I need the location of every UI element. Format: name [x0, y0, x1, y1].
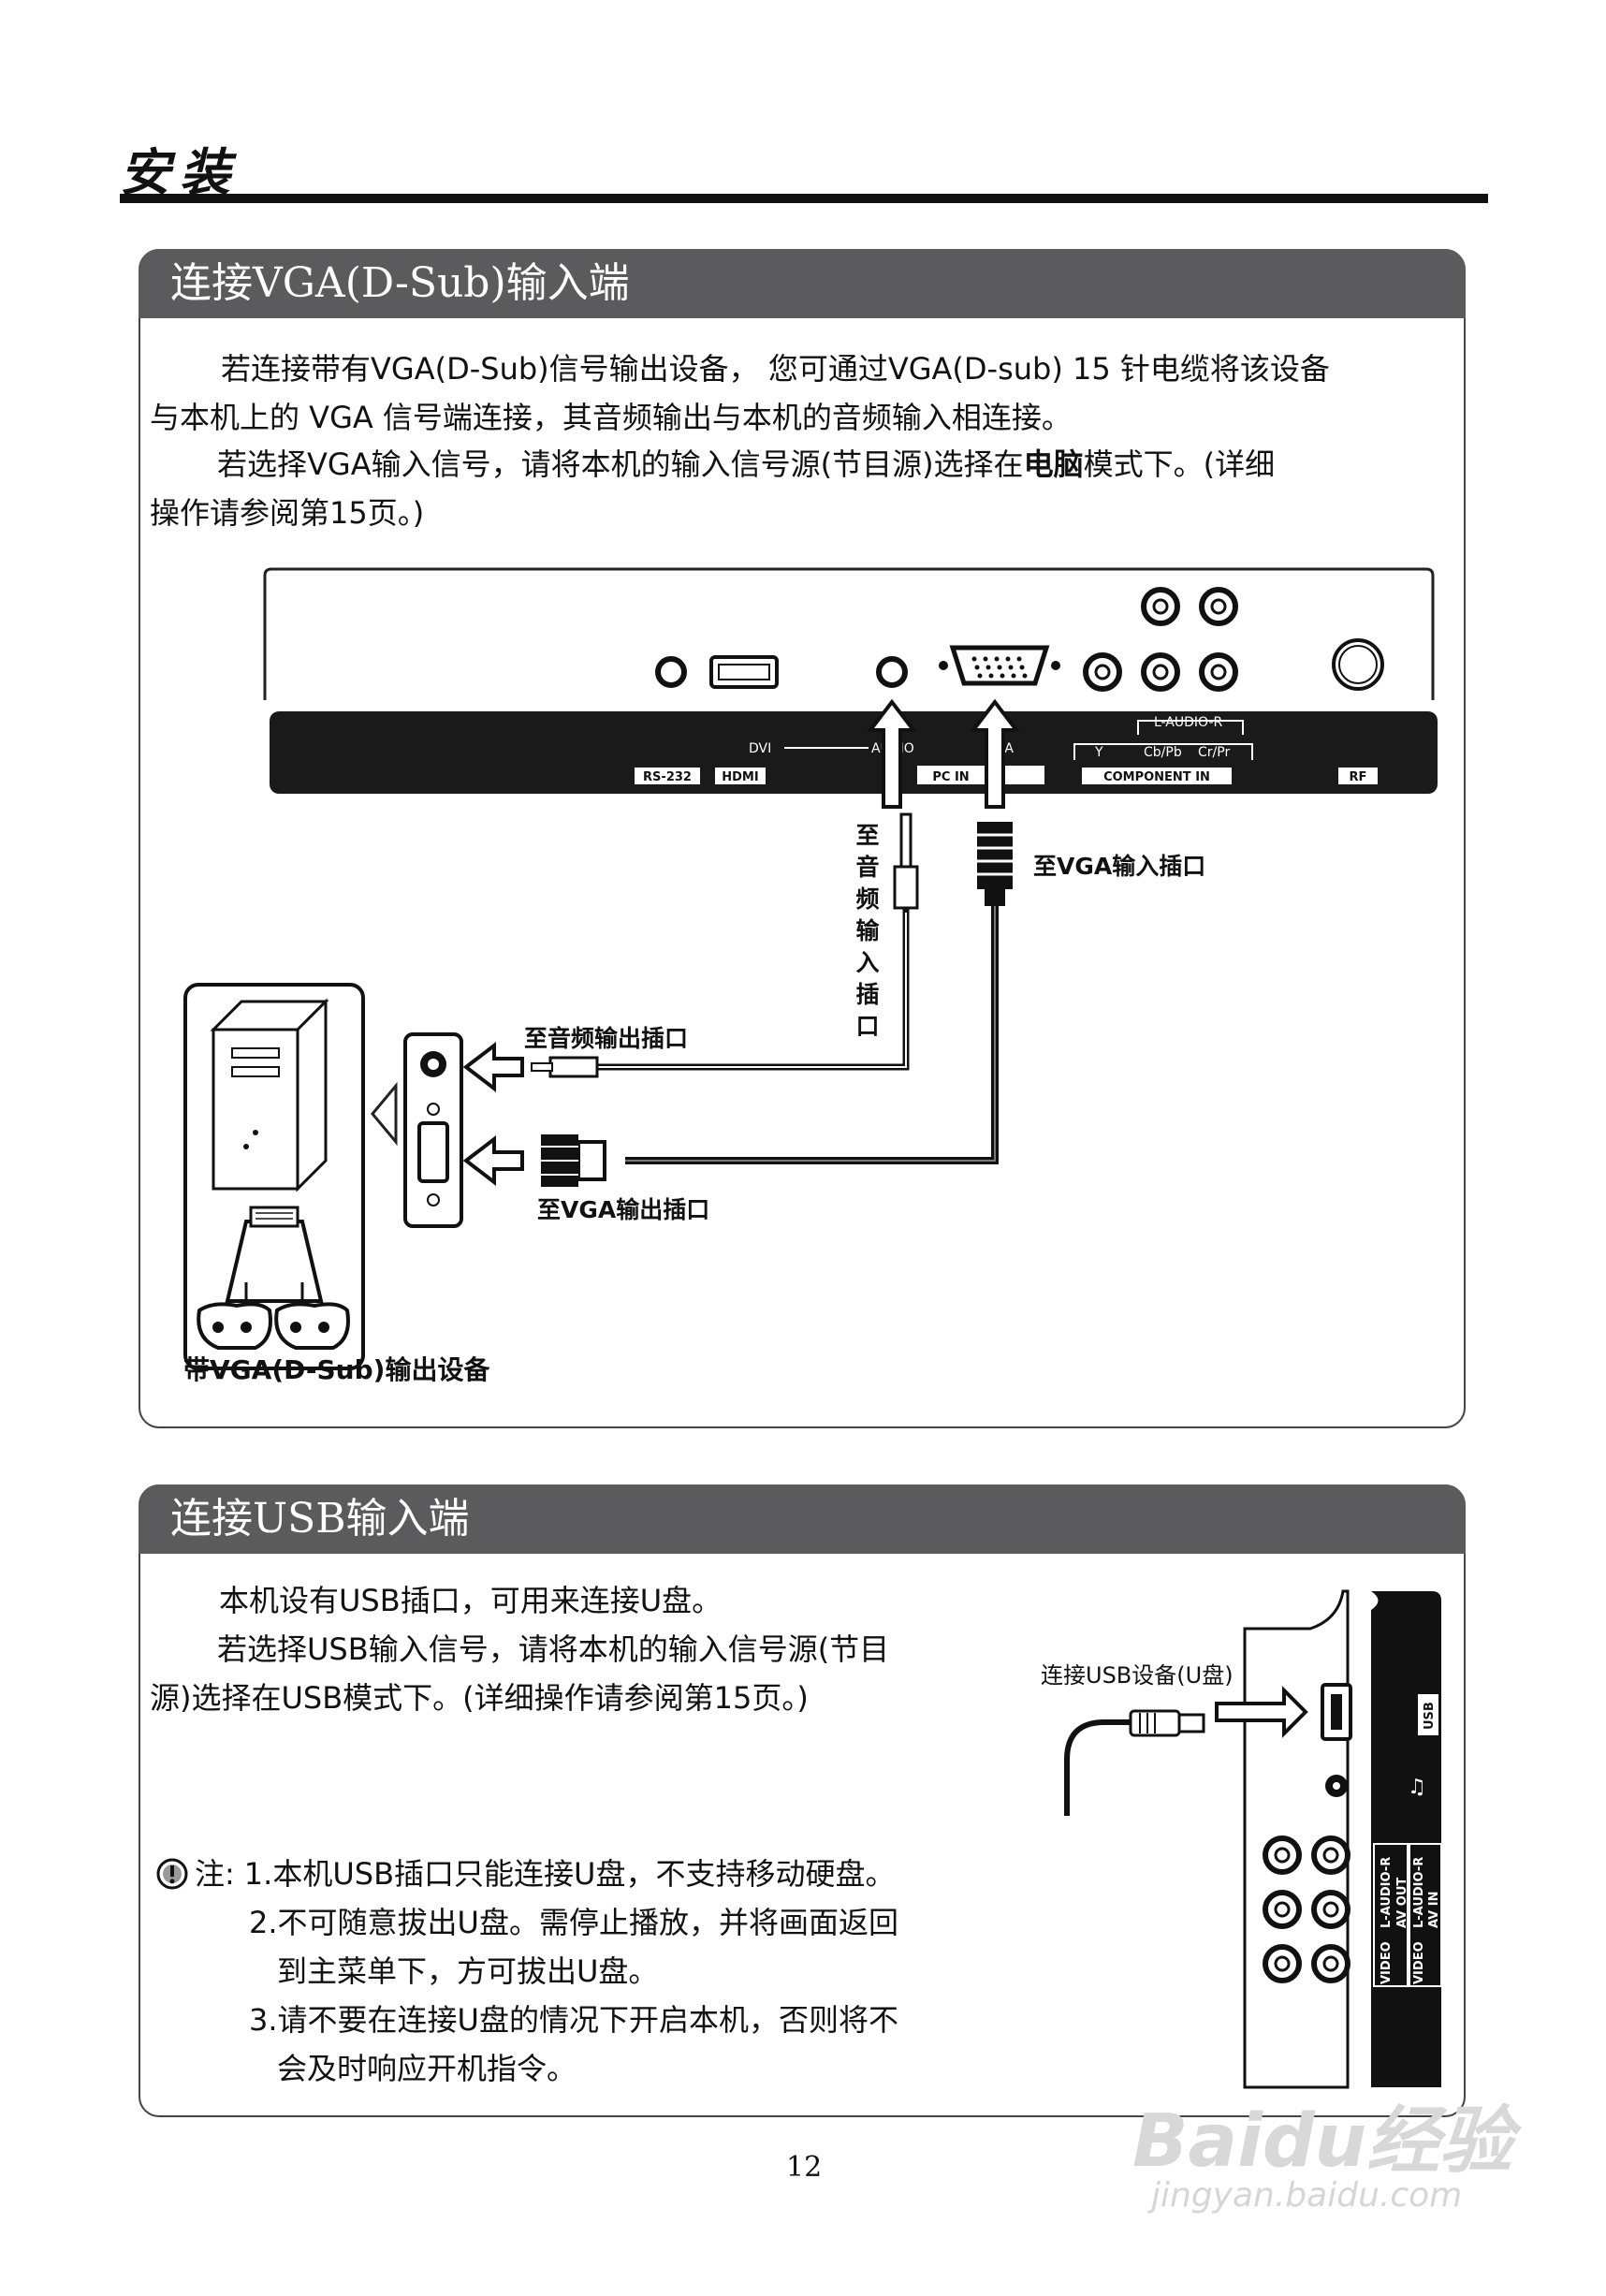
panel-label-dvi: DVI — [749, 741, 771, 756]
vga-plug-icon — [977, 822, 1013, 889]
side-label-video-out: VIDEO — [1380, 1941, 1394, 1984]
usb-connection-diagram: USB ♫ VIDEO L-AUDIO-R AV OUT VIDEO L-AUD… — [1064, 1589, 1442, 2089]
panel-label-strip — [270, 711, 1438, 794]
side-label-strip — [1371, 1591, 1441, 2087]
right-arrow-icon — [1215, 1686, 1308, 1738]
baidu-watermark-logo: Baidu经验 — [1132, 2099, 1513, 2184]
side-label-av-in: AV IN — [1427, 1892, 1441, 1928]
vga-para1-line2: 与本机上的 VGA 信号端连接，其音频输出与本机的音频输入相连接。 — [150, 400, 1072, 435]
side-label-audio-out: L-AUDIO-R — [1380, 1857, 1394, 1928]
vga-para2-text-a: 若选择VGA输入信号，请将本机的输入信号源(节目源)选择在 — [217, 446, 1024, 482]
up-arrow-icons — [866, 698, 1021, 809]
vga-para1: 若连接带有VGA(D-Sub)信号输出设备， 您可通过VGA(D-sub) 15… — [150, 344, 1460, 442]
panel-label-component-audio: L-AUDIO-R — [1154, 715, 1222, 730]
audio-in-port-icon — [876, 656, 908, 688]
usb-cable — [1064, 1719, 1131, 1816]
panel-label-cr: Cr/Pr — [1198, 745, 1230, 760]
side-label-usb: USB — [1423, 1702, 1437, 1730]
side-rca-jacks — [1263, 1835, 1350, 1983]
usb-notes: 注: 1.本机USB插口只能连接U盘，不支持移动硬盘。 2.不可随意拔出U盘。需… — [155, 1850, 1016, 2093]
note-1: 1.本机USB插口只能连接U盘，不支持移动硬盘。 — [243, 1856, 896, 1892]
header-divider — [120, 194, 1488, 203]
gamepad-left-icon — [197, 1302, 272, 1350]
panel-label-pc-in: PC IN — [932, 770, 969, 784]
tv-rear-outline — [263, 567, 1435, 700]
panel-label-rs232: RS-232 — [643, 770, 692, 784]
panel-label-component-in: COMPONENT IN — [1103, 770, 1210, 784]
vga-section-title: 连接VGA(D-Sub)输入端 — [139, 249, 1466, 318]
baidu-watermark-url: jingyan.baidu.com — [1151, 2176, 1463, 2215]
vga-para1-line1: 若连接带有VGA(D-Sub)信号输出设备， 您可通过VGA(D-sub) 15… — [221, 351, 1330, 387]
note-3-line1: 3.请不要在连接U盘的情况下开启本机，否则将不 — [249, 2002, 898, 2038]
side-label-video-in: VIDEO — [1412, 1941, 1426, 1984]
note-3-line2: 会及时响应开机指令。 — [277, 2051, 577, 2086]
panel-label-y: Y — [1094, 745, 1103, 760]
audio-plug-icon — [893, 865, 919, 910]
note-2-line1: 2.不可随意拔出U盘。需停止播放，并将画面返回 — [249, 1905, 898, 1940]
panel-label-cb: Cb/Pb — [1144, 745, 1182, 760]
warning-icon — [156, 1858, 188, 1890]
page-number: 12 — [786, 2151, 823, 2184]
vga-para2: 若选择VGA输入信号，请将本机的输入信号源(节目源)选择在电脑模式下。(详细 操… — [150, 440, 1460, 537]
label-usb-device: 连接USB设备(U盘) — [1041, 1662, 1234, 1689]
side-label-audio-in: L-AUDIO-R — [1412, 1857, 1426, 1928]
vga-para2-line2: 操作请参阅第15页。) — [150, 495, 425, 531]
side-headphone-glyph: ♫ — [1408, 1776, 1426, 1799]
side-label-av-out: AV OUT — [1395, 1878, 1409, 1928]
usb-para1: 本机设有USB插口，可用来连接U盘。 — [219, 1583, 723, 1618]
vga-para2-text-b: 模式下。(详细 — [1083, 446, 1276, 482]
usb-para2-line2: 源)选择在USB模式下。(详细操作请参阅第15页。) — [150, 1680, 809, 1716]
usb-para2-line1: 若选择USB输入信号，请将本机的输入信号源(节目 — [217, 1631, 890, 1667]
label-vga-device: 带VGA(D-Sub)输出设备 — [183, 1354, 490, 1385]
page-section-title: 安装 — [120, 142, 240, 202]
usb-para2: 若选择USB输入信号，请将本机的输入信号源(节目 源)选择在USB模式下。(详细… — [150, 1625, 1011, 1722]
label-vga-in: 至VGA输入插口 — [1033, 853, 1206, 880]
label-audio-out: 至音频输出插口 — [524, 1025, 689, 1052]
panel-label-hdmi: HDMI — [722, 770, 758, 784]
panel-label-rf: RF — [1350, 770, 1367, 784]
note-row-1: 注: 1.本机USB插口只能连接U盘，不支持移动硬盘。 — [155, 1850, 1016, 1898]
label-audio-in-vertical: 至音频输入插口 — [855, 822, 880, 1040]
label-vga-out: 至VGA输出插口 — [537, 1196, 710, 1223]
pc-vga-out-port-icon — [417, 1121, 449, 1183]
pc-mode-emphasis: 电脑 — [1023, 446, 1084, 482]
game-console-icon — [225, 1220, 324, 1303]
rs232-port-icon — [655, 656, 687, 688]
note-prefix: 注: — [195, 1856, 235, 1892]
vga-para2-line1: 若选择VGA输入信号，请将本机的输入信号源(节目源)选择在电脑模式下。(详细 — [150, 440, 1460, 489]
vga-connection-diagram: DVI AUDIO VGA L-AUDIO-R Y Cb/Pb Cr/Pr RS… — [183, 567, 1438, 1370]
left-arrow-icons — [462, 1041, 524, 1187]
gamepad-right-icon — [274, 1302, 350, 1350]
note-2-line2: 到主菜单下，方可拔出U盘。 — [277, 1953, 659, 1989]
usb-section-title: 连接USB输入端 — [139, 1484, 1466, 1554]
component-rca-jacks — [1083, 587, 1238, 692]
